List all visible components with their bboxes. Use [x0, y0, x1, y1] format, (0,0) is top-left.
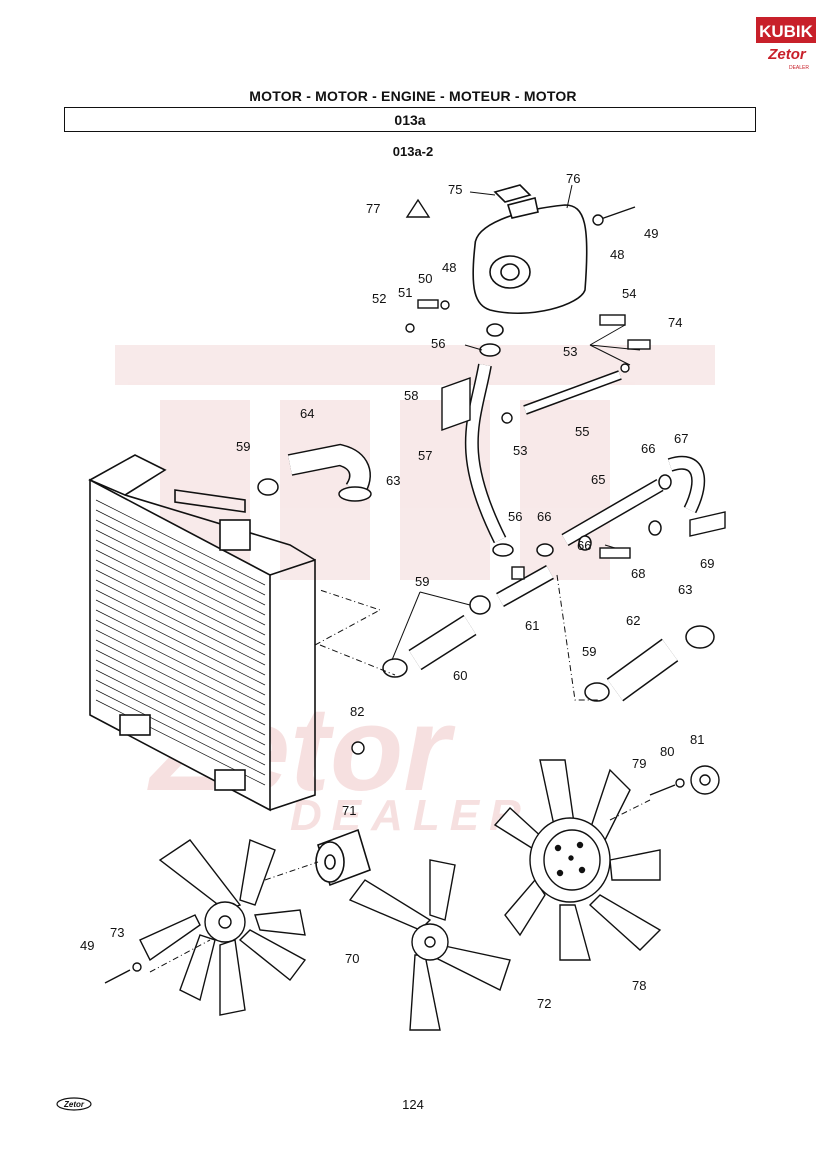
fan-72 — [348, 859, 511, 1031]
callout-78: 78 — [632, 978, 646, 993]
callout-79: 79 — [632, 756, 646, 771]
callout-60: 60 — [453, 668, 467, 683]
callout-59a: 59 — [236, 439, 250, 454]
callout-59c: 59 — [582, 644, 596, 659]
watermark-text: DEALER — [290, 791, 531, 840]
callout-80: 80 — [660, 744, 674, 759]
callout-65: 65 — [591, 472, 605, 487]
callout-75: 75 — [448, 182, 462, 197]
callout-66a: 66 — [641, 441, 655, 456]
callout-82: 82 — [350, 704, 364, 719]
expansion-tank — [472, 184, 588, 337]
fan-spacer — [315, 828, 371, 887]
callout-69: 69 — [700, 556, 714, 571]
kubik-zetor-logo: KUBIK Zetor DEALER — [756, 17, 816, 71]
callout-73: 73 — [110, 925, 124, 940]
callout-57: 57 — [418, 448, 432, 463]
callout-61: 61 — [525, 618, 539, 633]
callout-56b: 56 — [508, 509, 522, 524]
footer-brand-text: Zetor — [63, 1100, 85, 1109]
guide-lines — [149, 574, 651, 973]
callout-54: 54 — [622, 286, 636, 301]
hoses — [287, 363, 706, 702]
callout-55: 55 — [575, 424, 589, 439]
callout-64: 64 — [300, 406, 314, 421]
callout-49a: 49 — [644, 226, 658, 241]
callout-66c: 66 — [577, 538, 591, 553]
callout-71: 71 — [342, 803, 356, 818]
callout-59b: 59 — [415, 574, 429, 589]
triangle-marker — [405, 198, 431, 218]
callout-72: 72 — [537, 996, 551, 1011]
fan-70 — [139, 839, 307, 1016]
callout-51: 51 — [398, 285, 412, 300]
callout-77: 77 — [366, 201, 380, 216]
page-title: MOTOR - MOTOR - ENGINE - MOTEUR - MOTOR — [249, 88, 577, 104]
callout-81: 81 — [690, 732, 704, 747]
section-code: 013a — [394, 111, 426, 128]
leader-lines — [391, 184, 641, 661]
callout-53b: 53 — [513, 443, 527, 458]
callout-52: 52 — [372, 291, 386, 306]
callout-48a: 48 — [610, 247, 624, 262]
callout-56a: 56 — [431, 336, 445, 351]
fan-78 — [493, 759, 662, 961]
callout-50: 50 — [418, 271, 432, 286]
callout-49b: 49 — [80, 938, 94, 953]
hose-clamps — [257, 343, 715, 702]
callout-63a: 63 — [386, 473, 400, 488]
callout-68: 68 — [631, 566, 645, 581]
callout-63b: 63 — [678, 582, 692, 597]
zetor-footer-logo: Zetor — [56, 1097, 92, 1111]
callout-76: 76 — [566, 171, 580, 186]
radiator — [88, 454, 316, 812]
callout-74: 74 — [668, 315, 682, 330]
logo-sub-text: Zetor — [767, 46, 807, 63]
callout-labels: 75 76 77 49 48 48 50 51 52 54 74 53 56 5… — [80, 171, 714, 1011]
logo-tag-text: DEALER — [789, 65, 809, 71]
callout-58: 58 — [404, 388, 418, 403]
section-code-box: 013a — [64, 107, 756, 132]
logo-brand-text: KUBIK — [759, 22, 814, 41]
page-number: 124 — [402, 1097, 424, 1112]
callout-48b: 48 — [442, 260, 456, 275]
callout-67: 67 — [674, 431, 688, 446]
diagram-code: 013a-2 — [392, 144, 434, 159]
callout-70: 70 — [345, 951, 359, 966]
fittings — [104, 206, 726, 984]
callout-66b: 66 — [537, 509, 551, 524]
callout-62: 62 — [626, 613, 640, 628]
callout-53a: 53 — [563, 344, 577, 359]
